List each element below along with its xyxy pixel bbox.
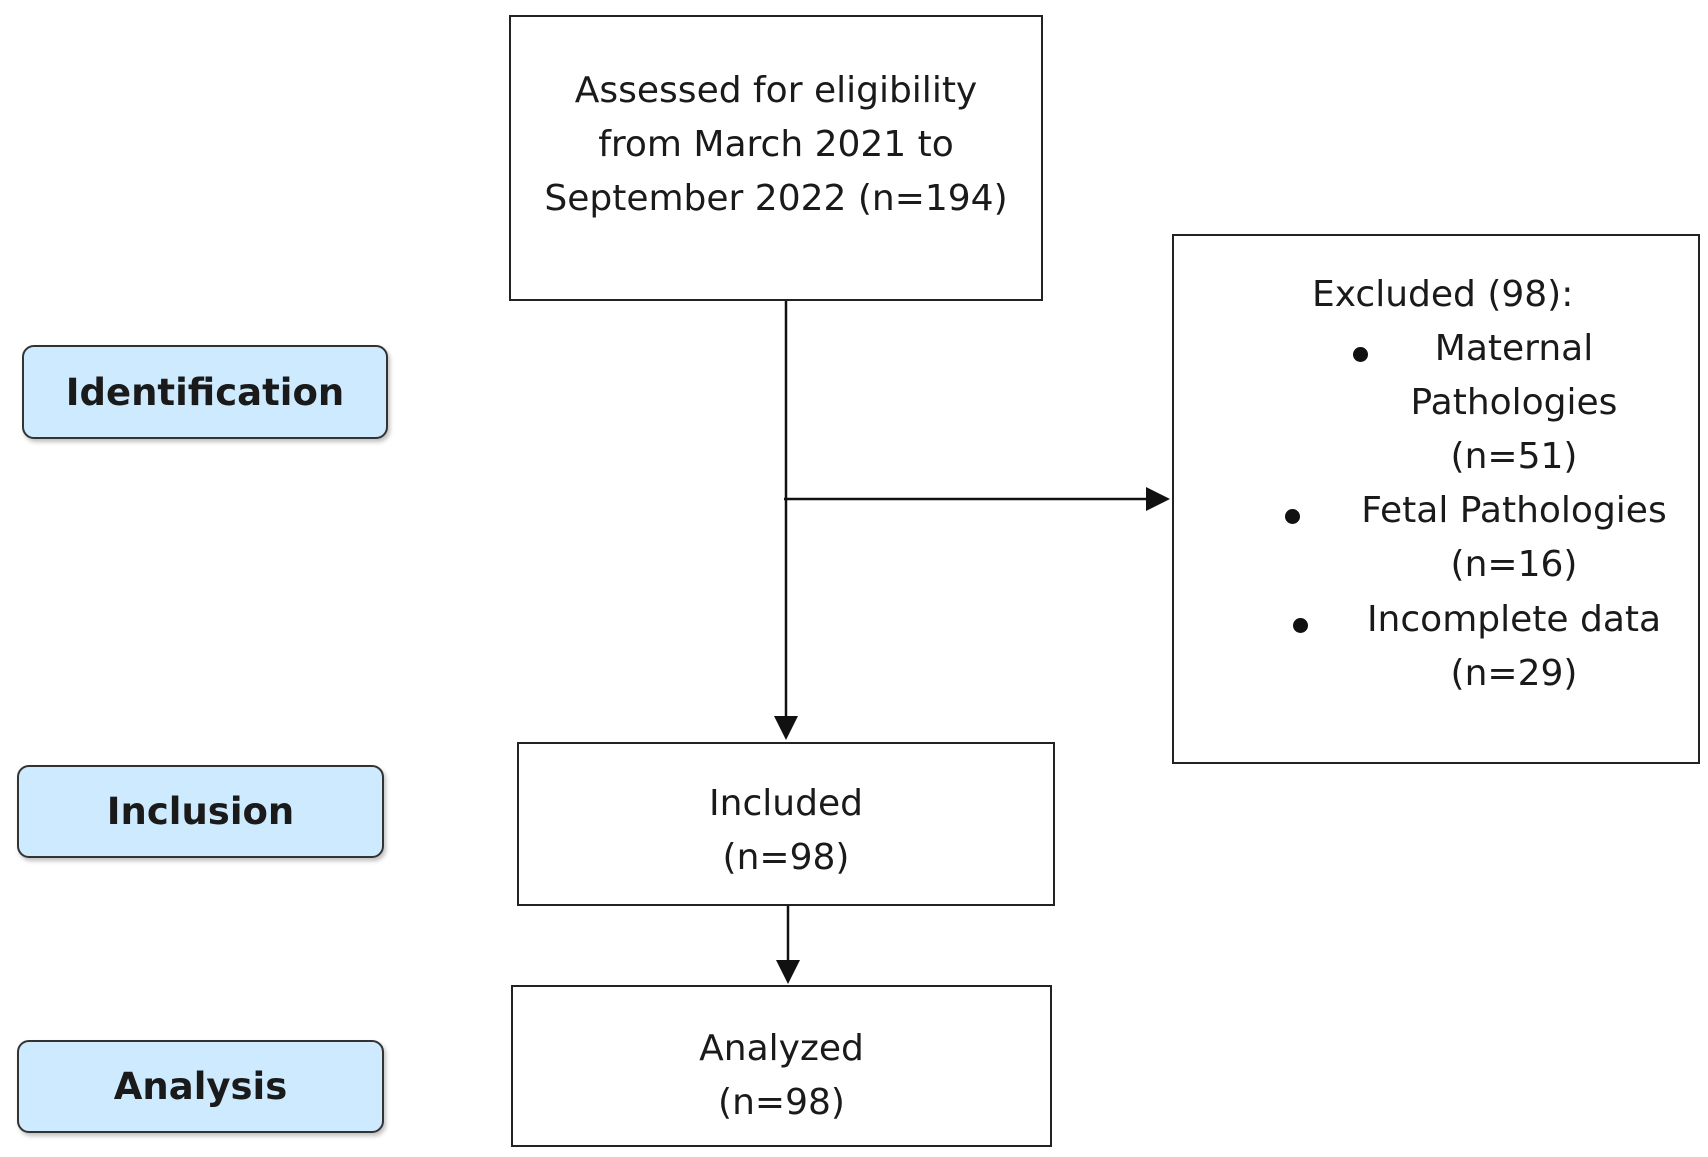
arrowhead-excluded-icon xyxy=(1146,487,1170,511)
bullet-icon xyxy=(1285,509,1300,524)
stage-identification-label: Identification xyxy=(22,345,388,439)
assessed-box: Assessed for eligibility from March 2021… xyxy=(509,15,1043,301)
stage-analysis-text: Analysis xyxy=(113,1065,288,1108)
excluded-item-maternal-line2: Pathologies xyxy=(1410,382,1618,423)
assessed-line-3: September 2022 (n=194) xyxy=(544,178,1008,219)
excluded-item-maternal-count: (n=51) xyxy=(1450,436,1578,477)
included-label: Included xyxy=(709,783,863,824)
excluded-heading: Excluded (98): xyxy=(1312,274,1574,315)
included-count: (n=98) xyxy=(722,837,850,878)
analyzed-label: Analyzed xyxy=(699,1028,864,1069)
arrowhead-analyzed-icon xyxy=(776,960,800,984)
excluded-item-incomplete-count: (n=29) xyxy=(1450,653,1578,694)
bullet-icon xyxy=(1353,347,1368,362)
excluded-item-maternal-line1: Maternal xyxy=(1434,328,1594,369)
excluded-item-incomplete-line1: Incomplete data xyxy=(1366,599,1662,640)
arrowhead-included-icon xyxy=(774,716,798,740)
excluded-item-fetal-count: (n=16) xyxy=(1450,544,1578,585)
stage-inclusion-label: Inclusion xyxy=(17,765,384,858)
included-box: Included (n=98) xyxy=(517,742,1055,906)
stage-inclusion-text: Inclusion xyxy=(106,790,295,833)
analyzed-count: (n=98) xyxy=(718,1082,845,1123)
stage-identification-text: Identification xyxy=(65,370,345,414)
analyzed-box: Analyzed (n=98) xyxy=(511,985,1052,1147)
stage-analysis-label: Analysis xyxy=(17,1040,384,1133)
assessed-line-1: Assessed for eligibility xyxy=(574,70,978,111)
assessed-line-2: from March 2021 to xyxy=(598,124,954,165)
excluded-item-fetal-line1: Fetal Pathologies xyxy=(1361,490,1667,531)
bullet-icon xyxy=(1293,618,1308,633)
excluded-box: Excluded (98): Maternal Pathologies (n=5… xyxy=(1172,234,1700,764)
